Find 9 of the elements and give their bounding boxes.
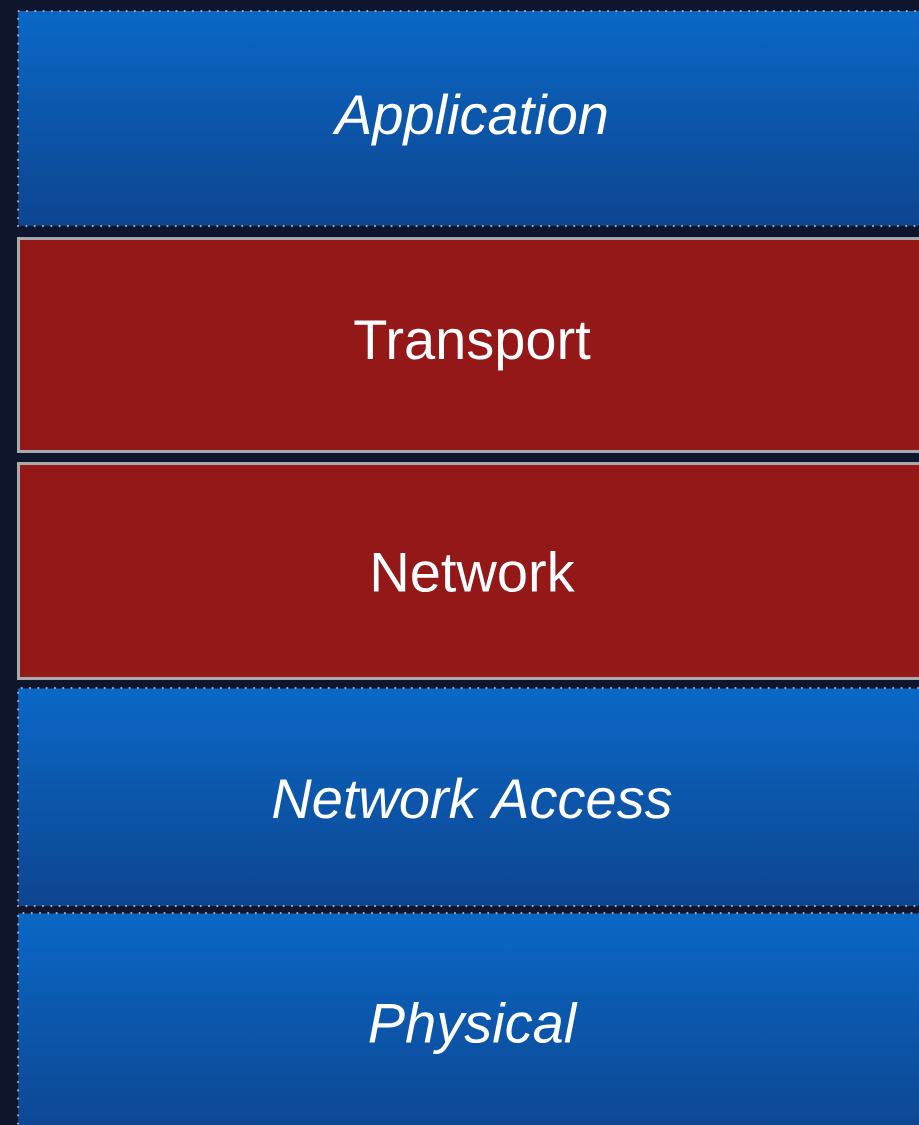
layer-band	[17, 10, 919, 228]
layer-label: Network	[373, 550, 575, 593]
layer-label: Physical	[369, 1001, 578, 1055]
layer-label: Transport	[354, 320, 591, 371]
layer-band	[17, 462, 919, 680]
layer-band	[17, 237, 919, 453]
layer-label: Network Access	[273, 777, 672, 819]
layer-label: Application	[332, 93, 607, 146]
layer-band	[17, 687, 919, 908]
